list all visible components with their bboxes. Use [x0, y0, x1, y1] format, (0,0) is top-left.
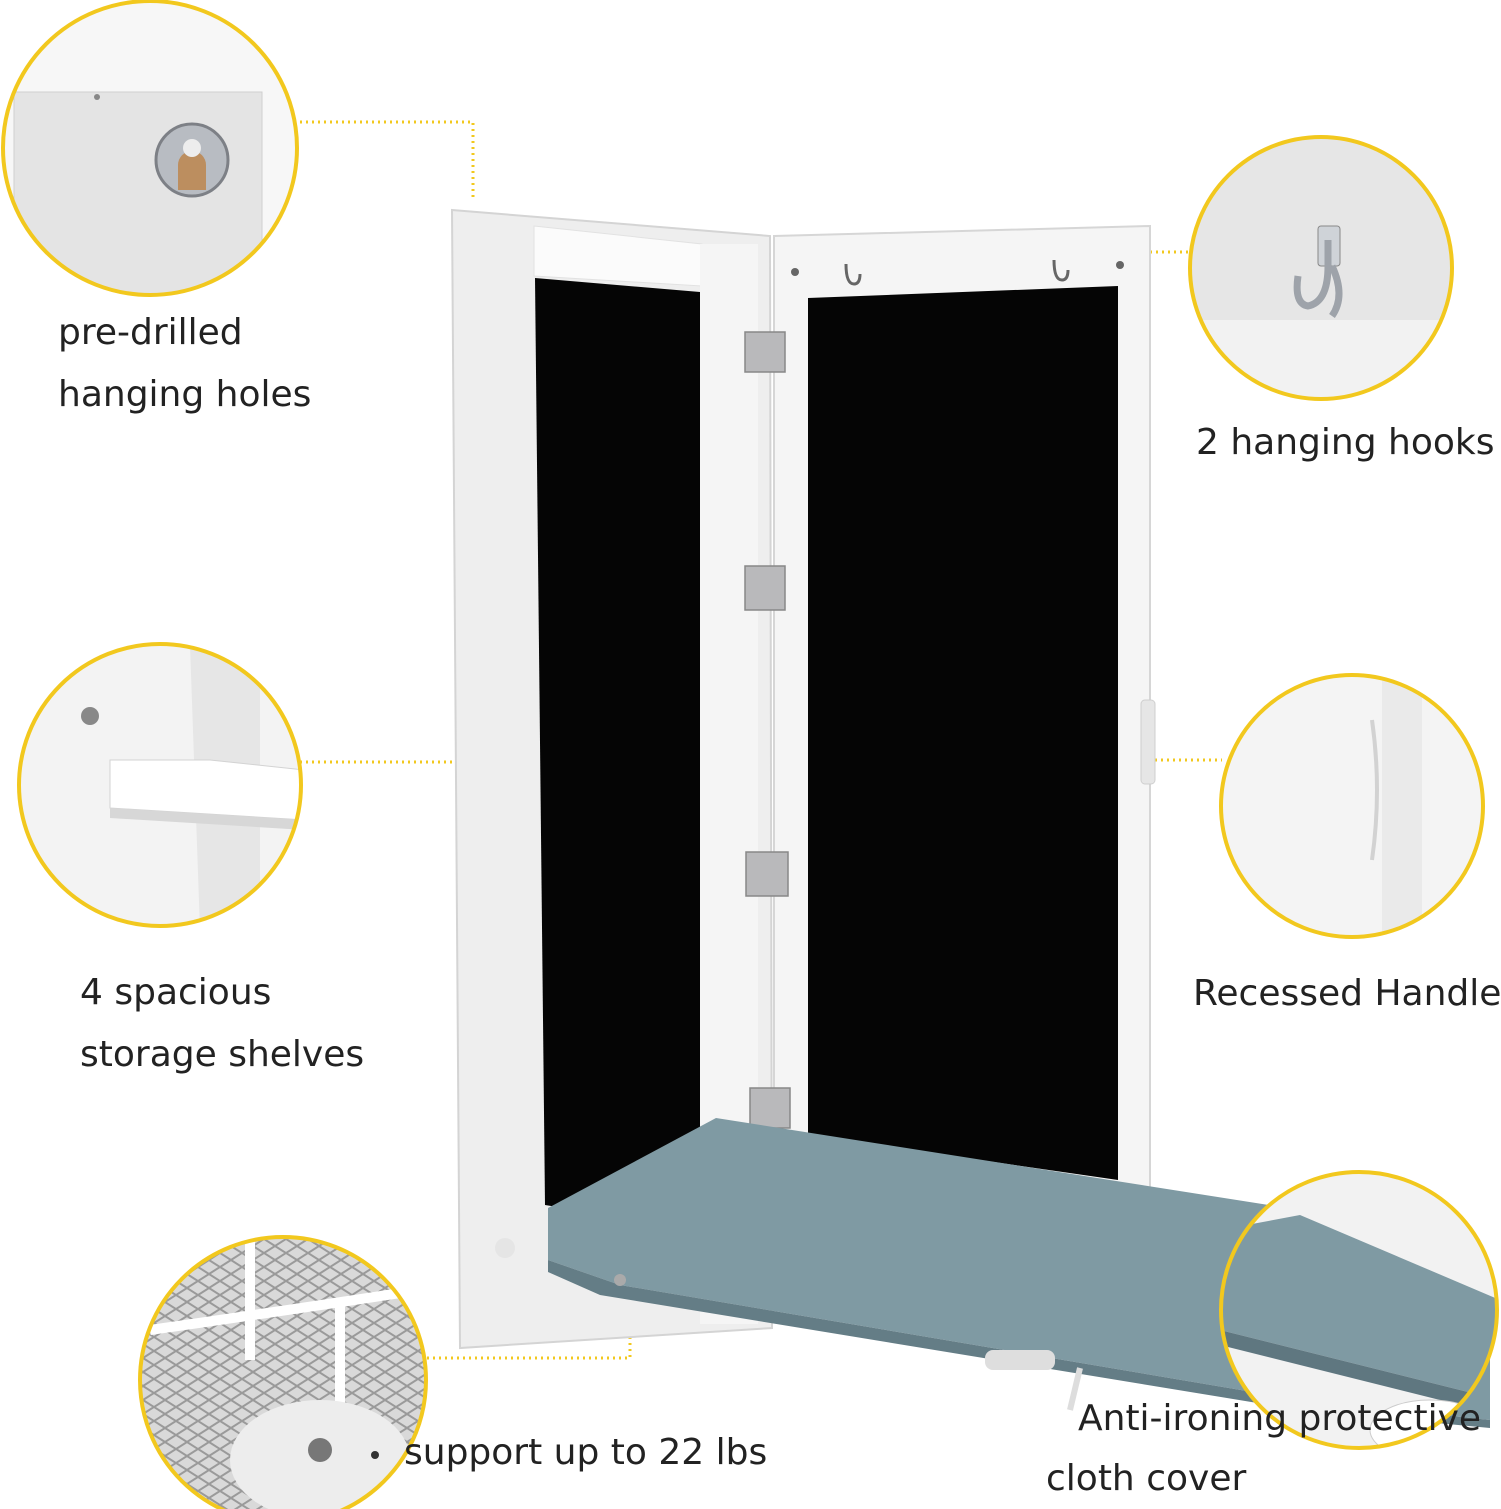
- callout-circle-holes: [1, 0, 299, 297]
- label-hooks: 2 hanging hooks: [1196, 412, 1494, 474]
- callout-circle-cover: [1219, 1170, 1499, 1450]
- label-shelves-line-2: storage shelves: [80, 1034, 365, 1075]
- label-shelves: 4 spacious storage shelves: [80, 962, 364, 1086]
- leader-lines: [300, 120, 1222, 1360]
- label-shelves-line-1: 4 spacious: [80, 972, 272, 1013]
- hinges: [744, 331, 791, 1129]
- label-cover-line-1: Anti-ironing protective: [1078, 1398, 1482, 1439]
- label-holes-line-1: pre-drilled: [58, 312, 243, 353]
- label-support-line-1: support up to 22 lbs: [404, 1432, 768, 1473]
- callout-circle-handle: [1219, 673, 1485, 939]
- label-cover: Anti-ironing protective cloth cover: [1046, 1389, 1481, 1509]
- cabinet-mirror-door: [773, 224, 1156, 1212]
- label-holes-line-2: hanging holes: [58, 374, 312, 415]
- callout-circle-shelves: [17, 642, 303, 928]
- callout-circle-support: [138, 1235, 428, 1509]
- label-support: support up to 22 lbs: [404, 1422, 767, 1484]
- label-hooks-line-1: 2 hanging hooks: [1196, 422, 1495, 463]
- label-holes: pre-drilled hanging holes: [58, 302, 311, 426]
- label-handle: Recessed Handle: [1193, 963, 1501, 1025]
- cabinet-left-panel: [450, 208, 774, 1350]
- label-handle-line-1: Recessed Handle: [1193, 973, 1501, 1014]
- bullet-dot: [371, 1451, 379, 1459]
- label-cover-line-2: cloth cover: [1046, 1458, 1247, 1499]
- callout-circle-hooks: [1188, 135, 1454, 401]
